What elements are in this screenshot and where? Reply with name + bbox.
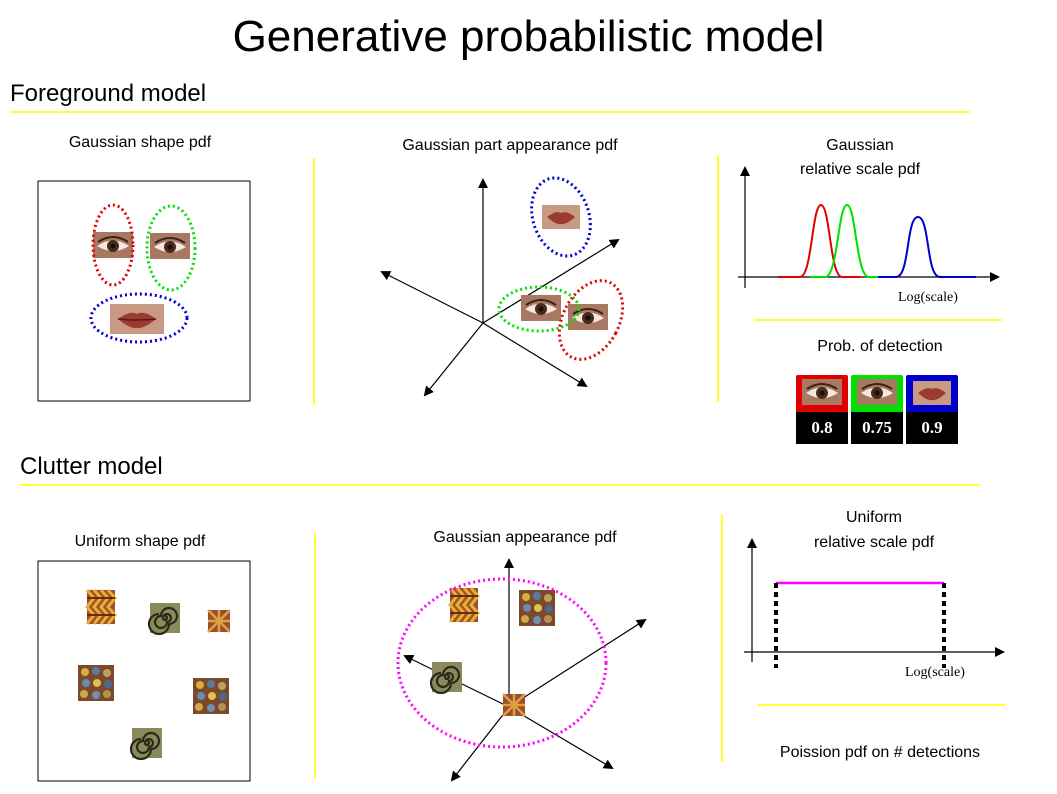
fg-appearance-axes — [380, 178, 620, 397]
det-left-eye-patch — [801, 378, 843, 406]
fg-app-left-eye-ellipse — [557, 279, 625, 361]
fg-left-eye-patch — [92, 231, 134, 259]
det-prob-2: 0.9 — [906, 412, 958, 444]
cl-app-checker — [448, 586, 480, 624]
det-prob-1: 0.75 — [851, 412, 903, 444]
cl-scale-label-1: Uniform — [845, 509, 902, 526]
cl-patch-spiral-2 — [129, 726, 164, 761]
cl-patch-small — [206, 608, 232, 634]
fg-right-eye-patch — [149, 232, 191, 260]
fg-scale-curve-green — [810, 203, 885, 278]
fg-shape-label: Gaussian shape pdf — [68, 134, 212, 151]
det-mouth-patch — [913, 381, 951, 405]
fg-left-eye-ellipse — [91, 203, 135, 287]
fg-mouth-patch — [109, 303, 165, 335]
det-right-eye-patch — [856, 378, 898, 406]
cl-poisson-label: Poission pdf on # detections — [779, 744, 981, 761]
det-prob-0: 0.8 — [796, 412, 848, 444]
fg-app-right-eye-patch — [520, 294, 562, 322]
cl-shape-box — [37, 560, 251, 782]
cl-patch-dots-1 — [78, 665, 114, 701]
fg-scale-plot — [738, 166, 1000, 288]
cl-patch-checker — [85, 588, 117, 626]
cl-patch-dots-2 — [193, 678, 229, 714]
fg-scale-label-1: Gaussian — [826, 137, 894, 154]
cl-app-ellipse — [396, 577, 608, 749]
fg-scale-curve-red — [778, 203, 860, 278]
cl-patch-spiral-1 — [147, 601, 182, 636]
fg-right-eye-ellipse — [145, 204, 197, 292]
fg-scale-label-2: relative scale pdf — [799, 161, 921, 178]
fg-mouth-ellipse — [89, 292, 189, 344]
fg-scale-curve-blue — [878, 215, 976, 278]
cl-app-small — [501, 692, 527, 718]
fg-app-left-eye-patch — [567, 303, 609, 331]
fg-scale-axis-label: Log(scale) — [898, 290, 958, 305]
foreground-heading: Foreground model — [10, 80, 207, 107]
cl-app-dots — [519, 590, 555, 626]
cl-scale-plot — [744, 538, 1005, 668]
cl-scale-axis-label: Log(scale) — [905, 665, 965, 680]
fg-detection-label: Prob. of detection — [817, 338, 943, 355]
cl-shape-label: Uniform shape pdf — [74, 533, 206, 550]
page-title: Generative probabilistic model — [232, 12, 825, 61]
fg-app-mouth-ellipse — [530, 176, 592, 258]
fg-shape-box — [37, 180, 251, 402]
fg-app-mouth-patch — [542, 205, 580, 229]
fg-app-right-eye-ellipse — [497, 285, 581, 333]
cl-app-spiral — [429, 660, 464, 695]
clutter-heading: Clutter model — [20, 453, 163, 480]
cl-scale-label-2: relative scale pdf — [813, 534, 935, 551]
fg-appearance-label: Gaussian part appearance pdf — [402, 137, 618, 154]
cl-appearance-label: Gaussian appearance pdf — [433, 529, 617, 546]
